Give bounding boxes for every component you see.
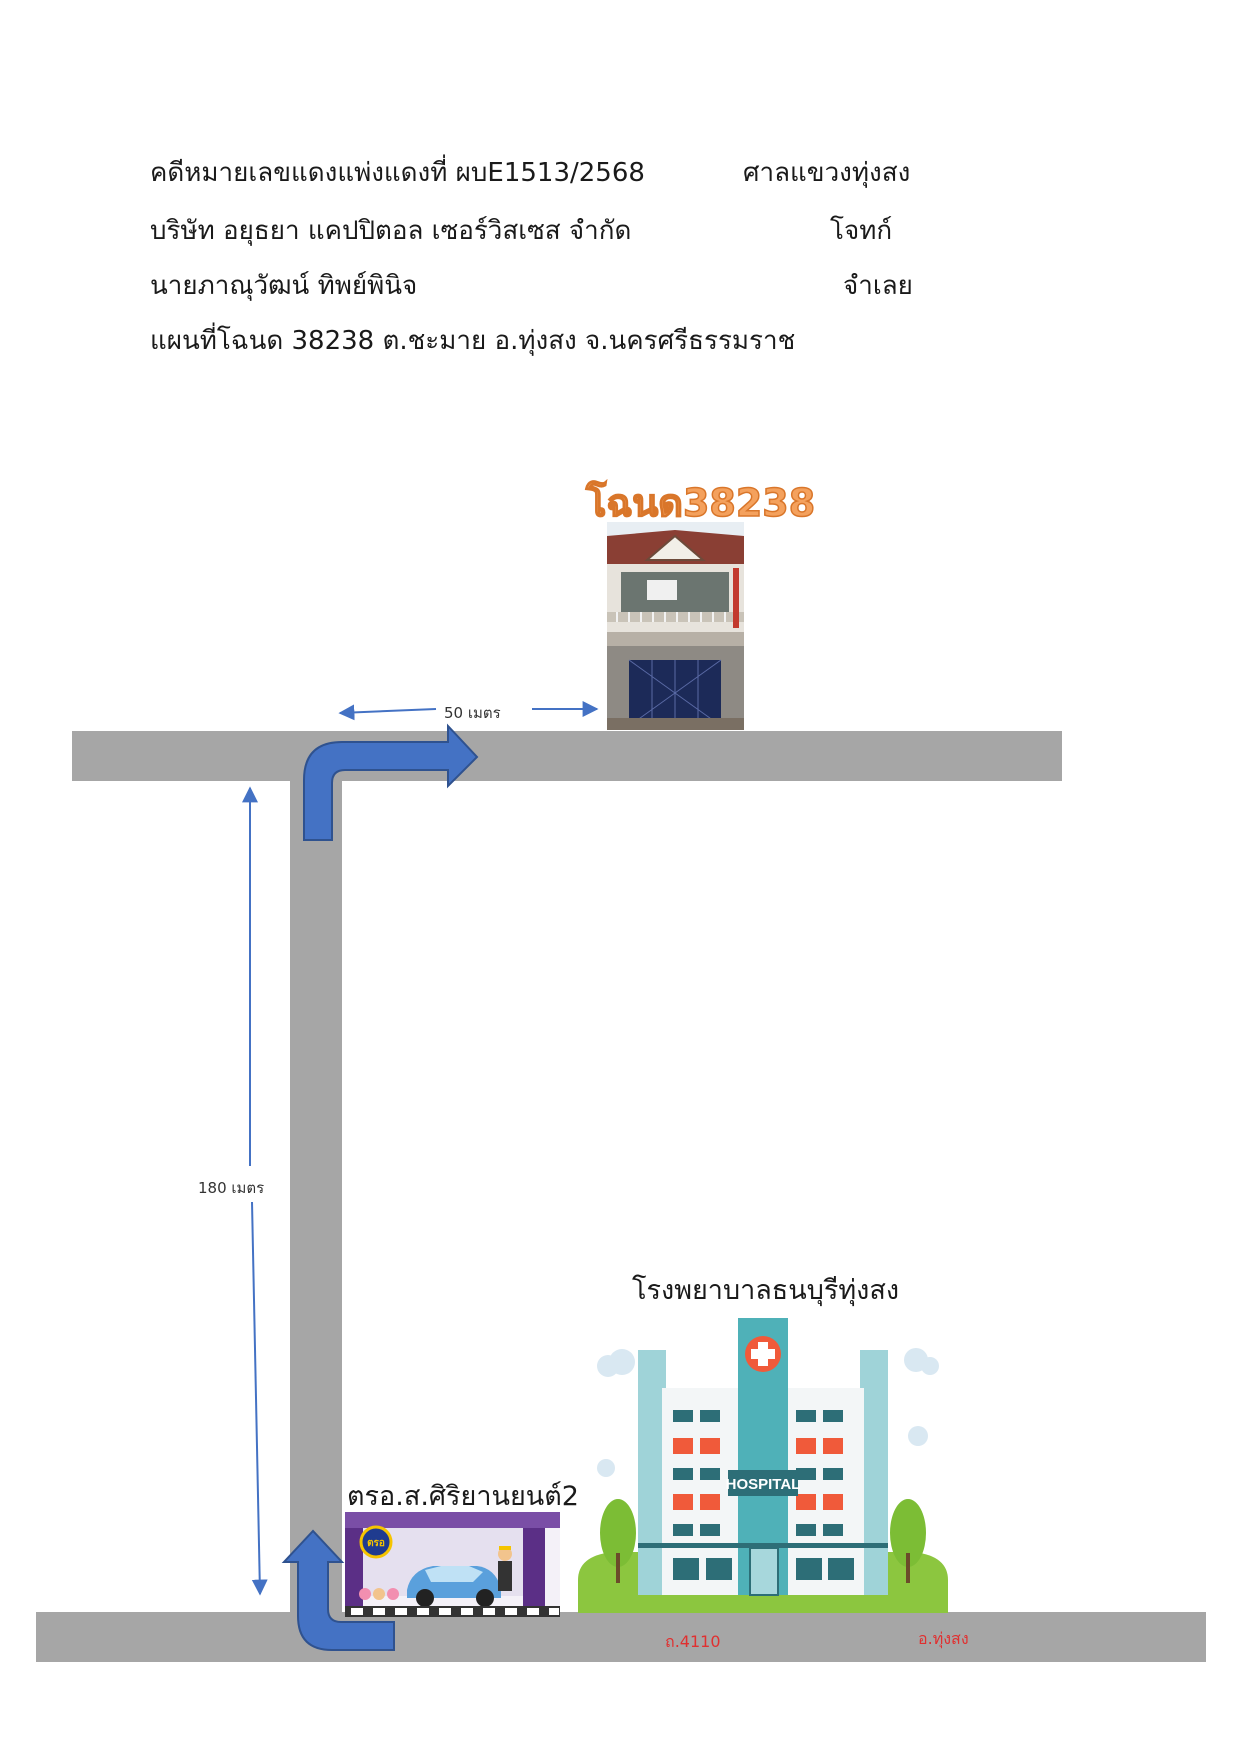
distance-50m-label: 50 เมตร <box>444 701 501 725</box>
hospital-sign: HOSPITAL <box>726 1476 801 1493</box>
road-vertical <box>290 760 342 1620</box>
garage-label: ตรอ.ส.ศิริยานยนต์2 <box>347 1481 579 1512</box>
defendant-role: จำเลย <box>843 271 913 301</box>
hospital-icon: HOSPITAL <box>578 1318 948 1613</box>
road-main <box>36 1612 1206 1662</box>
district-label: อ.ทุ่งสง <box>918 1629 969 1648</box>
inspection-station-icon: ตรอ <box>345 1512 560 1617</box>
dimension-line-50m-left <box>338 704 437 721</box>
garage-sign: ตรอ <box>367 1538 385 1549</box>
road-number-label: ถ.4110 <box>665 1632 721 1651</box>
plaintiff-role: โจทก์ <box>830 216 893 246</box>
house-photo <box>607 522 744 730</box>
hospital-label: โรงพยาบาลธนบุรีทุ่งสง <box>632 1275 900 1306</box>
defendant-name: นายภาณุวัฒน์ ทิพย์พินิจ <box>150 271 418 301</box>
road-top <box>72 731 1062 781</box>
dimension-line-180m-bottom <box>251 1201 268 1596</box>
plaintiff-name: บริษัท อยุธยา แคปปิตอล เซอร์วิสเซส จำกัด <box>150 216 632 246</box>
deed-label: โฉนด38238 <box>585 480 816 526</box>
distance-180m-label: 180 เมตร <box>198 1176 265 1200</box>
map-title: แผนที่โฉนด 38238 ต.ชะมาย อ.ทุ่งสง จ.นครศ… <box>150 326 796 356</box>
court-name: ศาลแขวงทุ่งสง <box>743 158 911 188</box>
case-number: คดีหมายเลขแดงแพ่งแดงที่ ผบE1513/2568 <box>150 158 645 188</box>
